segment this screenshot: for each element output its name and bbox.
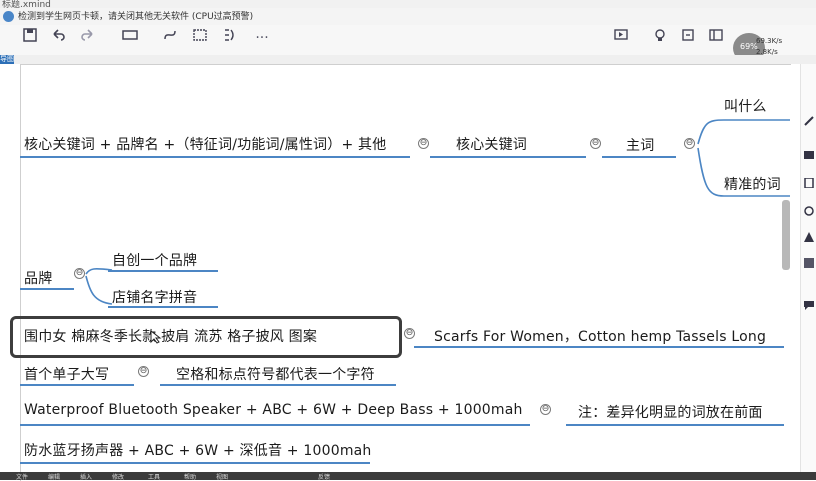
summary-icon[interactable] [220,28,240,48]
tab-strip [0,55,816,64]
menu-file[interactable]: 文件 [16,474,29,481]
window-title: 标题.xmind [2,0,51,10]
topic-underline [20,384,134,386]
marker-icon[interactable] [804,232,814,242]
layout-icon[interactable] [706,28,726,48]
topic-underline [20,156,410,158]
collapse-icon[interactable]: ⊖ [540,404,551,415]
boundary-icon[interactable] [190,28,210,48]
insert-topic-icon[interactable]: ▾ [120,28,141,48]
topic-core-keyword[interactable]: 核心关键词 [456,137,527,153]
format-icon[interactable] [804,116,814,126]
notes-icon[interactable] [804,177,814,189]
undo-icon[interactable] [48,28,68,48]
topic-create-brand[interactable]: 自创一个品牌 [112,253,198,269]
side-panel-rail [800,64,816,480]
cpu-percent: 69% [740,42,758,51]
topic-chinese-example[interactable]: 防水蓝牙扬声器 + ABC + 6W + 深低音 + 1000mah [24,443,372,459]
collapse-icon[interactable]: ⊖ [418,138,429,149]
sticker-icon[interactable] [804,258,814,268]
menu-edit[interactable]: 编辑 [48,474,61,481]
topic-brand[interactable]: 品牌 [24,271,53,287]
collapse-icon[interactable]: ⊖ [684,138,695,149]
topic-underline [566,424,784,426]
info-icon [3,11,14,22]
collapse-icon[interactable]: ⊖ [74,268,85,279]
topic-chinese-title[interactable]: 围巾女 棉麻冬季长款 披肩 流苏 格子披风 图案 [24,329,318,345]
mindmap-canvas[interactable] [20,64,791,481]
save-icon[interactable] [20,28,40,48]
branch-connector [697,119,790,197]
status-bar [0,472,816,480]
topic-title-formula[interactable]: 核心关键词 + 品牌名 +（特征词/功能词/属性词）+ 其他 [24,137,387,153]
topic-main-word[interactable]: 主词 [626,138,655,154]
present-icon[interactable] [612,28,632,48]
menu-help[interactable]: 帮助 [184,474,197,481]
topic-what[interactable]: 叫什么 [724,99,767,115]
share-icon[interactable] [678,28,698,48]
download-speed: 2.8K/s [756,48,778,56]
more-icon[interactable]: ··· [255,30,269,46]
topic-underline [20,462,370,464]
connector-line [430,156,438,158]
branch-connector [85,268,113,305]
comment-icon[interactable] [804,300,814,310]
topic-shop-pinyin[interactable]: 店铺名字拼音 [112,290,198,306]
title-bar [0,0,816,8]
relationship-icon[interactable] [160,28,180,48]
menu-tools[interactable]: 工具 [148,474,161,481]
topic-underline [20,424,530,426]
topic-underline [602,156,676,158]
collapse-icon[interactable]: ⊖ [138,366,149,377]
collapse-icon[interactable]: ⊖ [404,328,415,339]
topic-underline [414,346,784,348]
upload-speed: 69.3K/s [756,37,783,45]
topic-precise-word[interactable]: 精准的词 [724,177,781,193]
topic-underline [438,156,586,158]
warning-text: 检测到学生网页卡顿，请关闭其他无关软件 (CPU过高预警) [18,12,254,22]
menu-insert[interactable]: 插入 [80,474,93,481]
topic-capitalize[interactable]: 首个单子大写 [24,367,110,383]
tab-map[interactable]: 导图 [0,55,14,64]
topic-space-rule[interactable]: 空格和标点符号都代表一个字符 [176,367,375,383]
vertical-scrollbar[interactable] [782,200,790,270]
warning-banner [0,8,816,25]
outline-icon[interactable] [804,150,814,160]
mouse-cursor-icon [150,329,162,347]
topic-english-title[interactable]: Scarfs For Women，Cotton hemp Tassels Lon… [434,329,767,345]
idea-icon[interactable] [650,28,670,48]
menu-feedback[interactable]: 反馈 [318,474,331,481]
topic-underline [160,384,396,386]
task-icon[interactable] [804,206,814,216]
topic-english-example[interactable]: Waterproof Bluetooth Speaker + ABC + 6W … [24,402,523,418]
menu-modify[interactable]: 修改 [112,474,125,481]
topic-underline [108,306,218,308]
topic-note[interactable]: 注：差异化明显的词放在前面 [578,405,763,421]
collapse-icon[interactable]: ⊖ [590,138,601,149]
network-stats: 69.3K/s 2.8K/s [756,36,782,58]
topic-underline [108,270,218,272]
selection-highlight-box [10,316,402,358]
menu-view[interactable]: 视图 [216,474,229,481]
topic-underline [20,288,74,290]
redo-icon[interactable] [78,28,98,48]
